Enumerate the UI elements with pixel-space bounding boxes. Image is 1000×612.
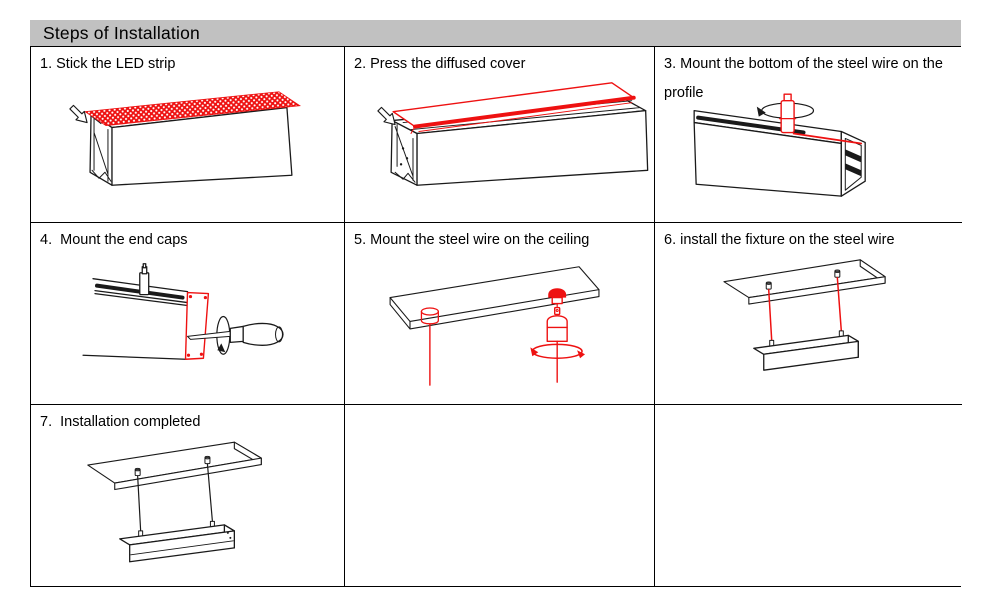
step-cell-3: 3. Mount the bottom of the steel wire on… xyxy=(655,47,962,223)
led-profile xyxy=(693,109,866,197)
ceiling-panel xyxy=(87,441,262,491)
step-cell-7: 7. Installation completed xyxy=(31,405,345,586)
steel-wire-left xyxy=(767,288,773,342)
light-fixture xyxy=(753,330,859,371)
step-label-6: 6. install the fixture on the steel wire xyxy=(664,232,895,248)
led-strip xyxy=(83,91,301,126)
table-header: Steps of Installation xyxy=(30,20,961,46)
steel-wire-bottom-illustration xyxy=(693,93,866,197)
screwdriver xyxy=(187,322,284,346)
light-fixture xyxy=(119,520,235,563)
steel-wire-left xyxy=(137,475,142,532)
led-strip-illustration xyxy=(69,91,301,186)
hang-fixture-illustration xyxy=(723,259,886,371)
step-label-1: 1. Stick the LED strip xyxy=(40,56,176,72)
step-label-5: 5. Mount the steel wire on the ceiling xyxy=(354,232,590,248)
press-arrow-icon xyxy=(377,106,396,126)
step-cell-5: 5. Mount the steel wire on the ceiling xyxy=(345,223,655,405)
press-arrow-icon xyxy=(69,104,88,124)
steps-grid: 1. Stick the LED strip xyxy=(30,46,962,587)
step-cell-1: 1. Stick the LED strip xyxy=(31,47,345,223)
empty-cell xyxy=(655,405,962,586)
steel-wire-left xyxy=(420,307,439,386)
step-cell-4: 4. Mount the end caps xyxy=(31,223,345,405)
steel-wire-right xyxy=(206,463,214,523)
end-cap-illustration xyxy=(82,263,284,360)
step-label-7: 7. Installation completed xyxy=(40,414,201,430)
wire-connectors xyxy=(765,269,841,290)
page-title: Steps of Installation xyxy=(43,22,200,43)
step-label-3: 3. Mount the bottom of the steel wire on… xyxy=(664,56,947,101)
diffused-cover xyxy=(392,82,636,135)
empty-cell xyxy=(345,405,655,586)
steel-wire-screw xyxy=(779,93,797,134)
led-profile xyxy=(390,98,649,186)
step-label-2: 2. Press the diffused cover xyxy=(354,56,526,72)
ceiling-panel xyxy=(389,266,600,330)
rotation-arrow-icon xyxy=(530,343,586,359)
step-label-4: 4. Mount the end caps xyxy=(40,232,188,248)
step-cell-2: 2. Press the diffused cover xyxy=(345,47,655,223)
steel-wire-right xyxy=(836,276,843,332)
ceiling-panel xyxy=(723,259,886,305)
steel-wire-right xyxy=(530,288,586,383)
installation-table: Steps of Installation 1. Stick the LED s… xyxy=(30,20,962,587)
ceiling-wire-illustration xyxy=(389,266,600,386)
mounting-stud xyxy=(139,263,150,296)
completed-installation-illustration xyxy=(87,441,262,563)
diffused-cover-illustration xyxy=(377,82,649,186)
step-cell-6: 6. install the fixture on the steel wire xyxy=(655,223,962,405)
led-profile xyxy=(82,278,189,360)
end-cap xyxy=(184,291,210,360)
